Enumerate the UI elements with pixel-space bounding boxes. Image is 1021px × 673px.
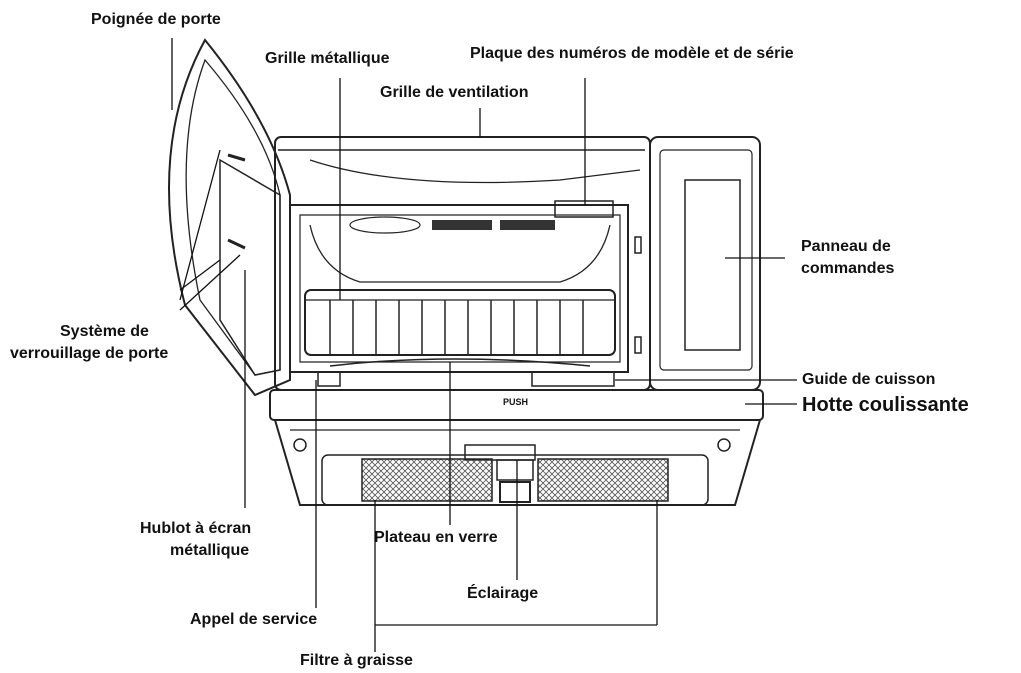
door-window — [219, 158, 281, 376]
label-service-call: Appel de service — [190, 611, 318, 628]
label-window-line2: métallique — [170, 542, 250, 559]
oven-cavity — [289, 204, 629, 373]
metal-rack-frame — [304, 289, 616, 356]
glass-tray-curve — [329, 358, 591, 367]
label-control-panel-line2: commandes — [801, 260, 895, 277]
cavity-housing — [274, 136, 651, 391]
label-cooking-guide: Guide de cuisson — [802, 371, 936, 388]
model-plate-rect — [554, 200, 614, 218]
grease-filter-left — [361, 458, 493, 502]
grease-filter-right — [537, 458, 669, 502]
door-outline — [168, 38, 291, 397]
label-metal-rack: Grille métallique — [265, 50, 390, 67]
vent-hood-body — [269, 389, 764, 421]
label-vent-hood: Hotte coulissante — [802, 394, 969, 416]
light-housing — [464, 444, 536, 461]
label-lighting: Éclairage — [467, 585, 539, 602]
rack-bars — [329, 300, 584, 355]
label-control-panel-line1: Panneau de — [801, 238, 891, 255]
push-text: PUSH — [503, 397, 529, 407]
label-window-line1: Hublot à écran — [140, 520, 252, 537]
label-vent-grille: Grille de ventilation — [380, 84, 529, 101]
label-model-plate: Plaque des numéros de modèle et de série — [470, 45, 794, 62]
label-door-lock-line1: Système de — [60, 323, 149, 340]
label-door-handle: Poignée de porte — [91, 11, 221, 28]
leader-lines — [171, 38, 797, 652]
label-grease-filter: Filtre à graisse — [300, 652, 413, 669]
label-door-lock-line2: verrouillage de porte — [10, 345, 169, 362]
control-panel — [649, 136, 761, 391]
label-glass-tray: Plateau en verre — [374, 529, 498, 546]
